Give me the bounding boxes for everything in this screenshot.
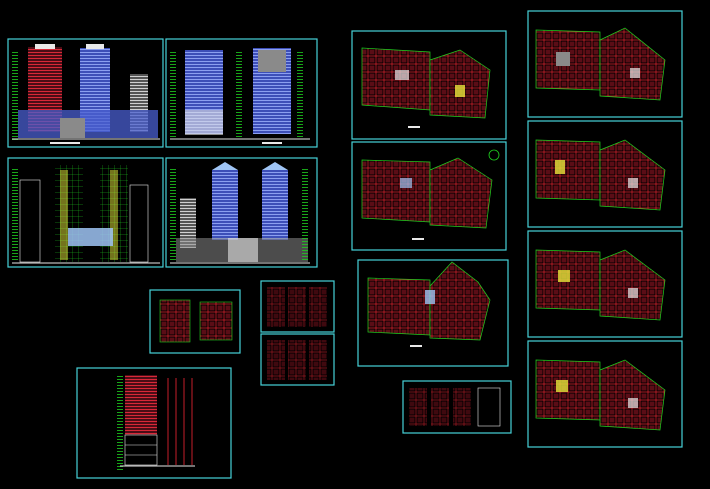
sheet-podium-plan-1[interactable] (351, 30, 507, 140)
sheet-podium-plan-4[interactable] (527, 10, 683, 118)
sheet-detail-plans-b[interactable] (260, 333, 335, 386)
sheet-detail-plans-c[interactable] (402, 380, 512, 434)
sheet-podium-plan-2[interactable] (351, 141, 507, 251)
sheet-podium-plan-7[interactable] (527, 340, 683, 448)
sheet-detail-plans-a[interactable] (260, 280, 335, 333)
sheet-elevation-1[interactable] (7, 38, 164, 148)
sheet-elevation-2[interactable] (165, 38, 318, 148)
sheet-podium-plan-3[interactable] (357, 259, 509, 367)
sheet-podium-plan-6[interactable] (527, 230, 683, 338)
sheet-elevation-4[interactable] (165, 157, 318, 268)
sheet-building-section[interactable] (76, 367, 232, 479)
sheet-podium-plan-5[interactable] (527, 120, 683, 228)
sheet-typical-floor-plans[interactable] (149, 289, 241, 354)
sheet-elevation-3[interactable] (7, 157, 164, 268)
